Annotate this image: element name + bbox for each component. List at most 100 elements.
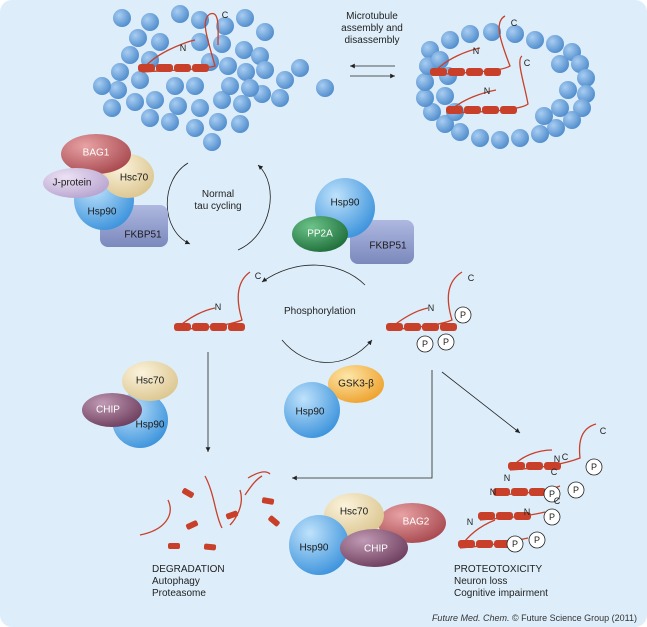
tau-c-terminus: C (254, 271, 262, 281)
tau-segment (192, 64, 209, 72)
tau-n-terminus: N (483, 86, 491, 96)
tau-strand (244, 475, 263, 496)
cycling-label: Normal tau cycling (178, 189, 258, 213)
hsp90-gsk-shape (284, 382, 340, 438)
hsc70-bottom-label: Hsc70 (339, 506, 369, 518)
phospho-circle (567, 481, 585, 499)
tubulin-bead (93, 77, 111, 95)
tubulin-bead (559, 81, 577, 99)
tau-fragment (268, 515, 280, 527)
fkbp51-left-label: FKBP51 (124, 229, 162, 241)
tubulin-bead (237, 63, 255, 81)
tubulin-bead (216, 17, 234, 35)
tubulin-bead (161, 113, 179, 131)
tubulin-bead (213, 35, 231, 53)
chip-bottom-shape (340, 529, 408, 567)
tubulin-bead (506, 25, 524, 43)
tau-segment (511, 488, 528, 496)
tau-segment (138, 64, 155, 72)
tubulin-bead (577, 85, 595, 103)
fkbp51-center-shape (350, 220, 414, 264)
phospho-label: P (421, 339, 429, 349)
tau-segment (386, 323, 403, 331)
tau-segment (476, 540, 493, 548)
tau-segment (466, 68, 483, 76)
tau-fragment (225, 510, 239, 520)
caption-rest: © Future Science Group (2011) (509, 613, 637, 623)
tau-c-terminus: C (599, 426, 607, 436)
tubulin-bead (423, 103, 441, 121)
tau-n-terminus: N (214, 302, 222, 312)
tubulin-bead (546, 35, 564, 53)
proteotoxicity-line3: Cognitive impairment (454, 588, 548, 599)
mt-label-line1: Microtubule (346, 11, 398, 22)
tubulin-bead (213, 91, 231, 109)
degradation-line3: Proteasome (152, 588, 206, 599)
degradation-label: DEGRADATION Autophagy Proteasome (152, 564, 225, 600)
tubulin-bead (563, 111, 581, 129)
tau-segment (192, 323, 209, 331)
tubulin-bead (126, 93, 144, 111)
tau-c-terminus: C (523, 58, 531, 68)
tau-n-terminus: N (503, 473, 511, 483)
tubulin-bead (191, 99, 209, 117)
tau-segment (174, 64, 191, 72)
tau-c-terminus: C (550, 467, 558, 477)
complex-bag1 (43, 134, 168, 247)
arrow-cycle-up (237, 164, 271, 251)
tau-fragment (168, 543, 180, 549)
tau-segment (174, 323, 191, 331)
tau-strand (139, 499, 171, 536)
tubulin-bead (436, 115, 454, 133)
phospho-circle (416, 335, 434, 353)
tubulin-bead (146, 91, 164, 109)
tau-strand (247, 471, 271, 479)
tubulin-bead (186, 77, 204, 95)
tau-strand (229, 489, 242, 526)
tubulin-bead (316, 79, 334, 97)
hsp90-chip-left-label: Hsp90 (135, 419, 165, 431)
tubulin-bead (436, 87, 454, 105)
tubulin-bead (271, 89, 289, 107)
tau-segment (404, 323, 421, 331)
tubulin-bead (256, 23, 274, 41)
tau-c-terminus: C (553, 496, 561, 506)
tubulin-bead (551, 55, 569, 73)
arrow-to-degradation-right (292, 370, 433, 481)
cycling-label-line2: tau cycling (194, 201, 242, 212)
tubulin-bead (276, 71, 294, 89)
phospho-circle (543, 485, 561, 503)
tubulin-bead (109, 81, 127, 99)
arrow-phos-back (261, 264, 366, 286)
tubulin-bead (129, 29, 147, 47)
chip-left-shape (82, 393, 142, 427)
phospho-label: P (442, 337, 450, 347)
hsp90-bottom-shape (289, 515, 349, 575)
phospho-label: P (572, 485, 580, 495)
tau-segment (446, 106, 463, 114)
tau-segment (458, 540, 475, 548)
arrow-cycle-down (166, 162, 191, 245)
tubulin-bead (186, 119, 204, 137)
tau-repeat-segments (138, 64, 561, 551)
tubulin-bead (471, 129, 489, 147)
tubulin-bead (113, 9, 131, 27)
pp2a-shape (292, 216, 348, 252)
tubulin-bead (219, 57, 237, 75)
tubulin-bead (103, 99, 121, 117)
hsc70-chip-left-shape (122, 361, 178, 401)
jprotein-label: J-protein (52, 177, 92, 189)
tau-segment (440, 323, 457, 331)
tau-c-terminus: C (561, 452, 569, 462)
tau-fragment (185, 520, 199, 530)
mt-label-line2: assembly and (341, 23, 403, 34)
tubulin-bead (221, 77, 239, 95)
tau-fragment (261, 497, 275, 505)
hsp90-center-label: Hsp90 (330, 197, 360, 209)
tau-segment (496, 512, 513, 520)
tau-segment (544, 462, 561, 470)
tau-segment (493, 488, 510, 496)
mt-assembly-label: Microtubule assembly and disassembly (334, 11, 410, 47)
tau-segment (529, 488, 546, 496)
arrows (166, 63, 521, 481)
